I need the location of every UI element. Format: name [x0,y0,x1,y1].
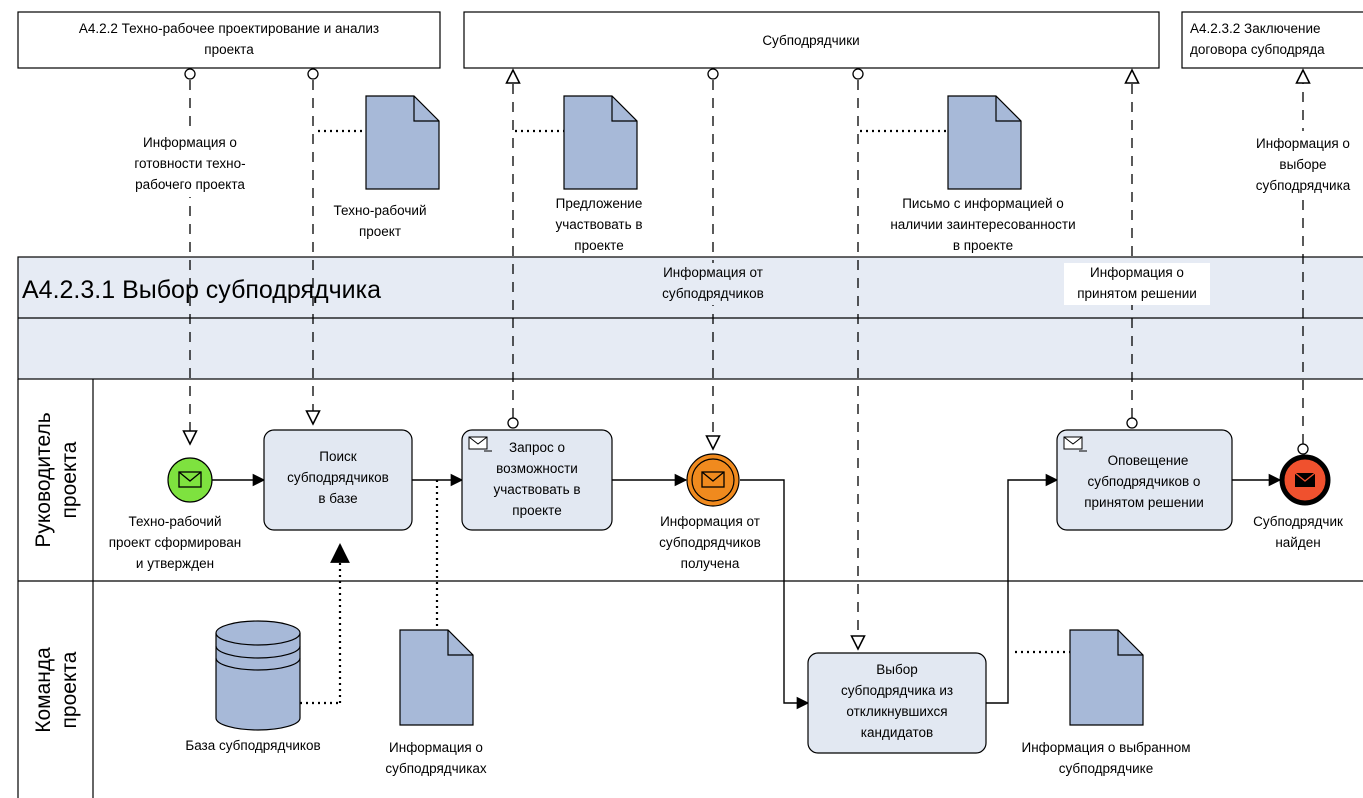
top-box-right: A4.2.3.2 Заключение договора субподряда [1181,11,1363,69]
lane-team-line1: Команда [32,647,55,733]
doc-subs-info: Информация о субподрядчиках [385,629,487,776]
envelope-icon [701,471,725,488]
top-box-left-line1: A4.2.2 Техно-рабочее проектирование и ан… [79,21,379,36]
svg-text:субподрядчиков: субподрядчиков [287,470,389,485]
svg-text:найден: найден [1275,535,1320,550]
database-icon: База субподрядчиков [185,620,321,753]
svg-text:Запрос о: Запрос о [509,440,565,455]
lane-manager-line1: Руководитель [32,412,55,547]
svg-text:готовности техно-: готовности техно- [134,156,245,171]
svg-text:рабочего проекта: рабочего проекта [135,177,245,192]
svg-text:проект сформирован: проект сформирован [109,535,242,550]
doc-letter: Письмо с информацией о наличии заинтерес… [890,95,1076,253]
svg-text:субподрядчиков о: субподрядчиков о [1088,474,1201,489]
svg-text:Информация о: Информация о [1090,265,1184,280]
svg-text:Выбор: Выбор [876,662,917,677]
envelope-icon [178,471,202,488]
end-event[interactable]: Субподрядчик найден [1253,454,1343,550]
top-box-center-label: Субподрядчики [762,33,859,48]
top-box-center: Субподрядчики [463,11,1160,69]
msg-label-info-decision: Информация о принятом решении [1064,263,1210,305]
svg-text:в базе: в базе [318,491,357,506]
svg-text:откликнувшихся: откликнувшихся [846,704,947,719]
top-box-right-line1: A4.2.3.2 Заключение [1190,21,1321,36]
svg-text:Предложение: Предложение [556,196,643,211]
msg-label-info-ready: Информация о готовности техно- рабочего … [120,131,260,197]
svg-text:субподрядчика из: субподрядчика из [841,683,953,698]
task-choose[interactable]: Выбор субподрядчика из откликнувшихся ка… [807,652,987,754]
svg-text:выборе: выборе [1279,157,1326,172]
lane-team-line2: проекта [58,651,81,728]
svg-text:получена: получена [681,556,740,571]
svg-text:кандидатов: кандидатов [861,725,933,740]
svg-text:Информация о: Информация о [389,740,483,755]
task-search[interactable]: Поиск субподрядчиков в базе [263,429,413,531]
svg-text:субподрядчике: субподрядчике [1059,761,1153,776]
svg-text:наличии заинтересованности: наличии заинтересованности [890,217,1075,232]
svg-text:Техно-рабочий: Техно-рабочий [334,203,427,218]
intermediate-event[interactable]: Информация от субподрядчиков получена [659,453,761,571]
svg-text:Информация о: Информация о [143,135,237,150]
sequence-flows [212,473,1282,710]
svg-text:Информация о выбранном: Информация о выбранном [1022,740,1191,755]
svg-text:Информация о: Информация о [1256,136,1350,151]
start-event[interactable]: Техно-рабочий проект сформирован и утвер… [109,457,242,571]
svg-text:Субподрядчик: Субподрядчик [1253,514,1343,529]
doc-chosen-info: Информация о выбранном субподрядчике [1022,629,1191,776]
task-request[interactable]: Запрос о возможности участвовать в проек… [461,429,613,531]
doc-proposal: Предложение участвовать в проекте [555,95,643,253]
doc-tech-project: Техно-рабочий проект [334,95,440,239]
svg-text:субподрядчиках: субподрядчиках [385,761,487,776]
svg-text:и утвержден: и утвержден [136,556,214,571]
top-box-left: A4.2.2 Техно-рабочее проектирование и ан… [17,11,441,69]
send-message-icon [1063,436,1087,452]
svg-text:принятом решении: принятом решении [1084,495,1204,510]
svg-text:Письмо с информацией о: Письмо с информацией о [902,196,1064,211]
database-label: База субподрядчиков [185,738,320,753]
svg-text:проекте: проекте [512,503,561,518]
svg-text:Информация от: Информация от [660,514,760,529]
top-box-right-line2: договора субподряда [1190,42,1325,57]
svg-text:проект: проект [359,224,401,239]
svg-text:возможности: возможности [496,461,578,476]
associations [300,129,1070,705]
svg-text:в проекте: в проекте [953,238,1013,253]
svg-text:Информация от: Информация от [663,265,763,280]
svg-text:принятом решении: принятом решении [1077,286,1197,301]
msg-label-info-from-subs: Информация от субподрядчиков [645,263,783,305]
msg-label-info-choice: Информация о выборе субподрядчика [1238,131,1363,197]
svg-text:субподрядчиков: субподрядчиков [662,286,764,301]
svg-text:участвовать в: участвовать в [493,482,580,497]
svg-text:проекте: проекте [574,238,623,253]
top-box-left-line2: проекта [204,42,254,57]
message-flow-origins [184,68,1309,455]
svg-text:Оповещение: Оповещение [1108,453,1189,468]
svg-text:субподрядчика: субподрядчика [1256,178,1351,193]
svg-text:субподрядчиков: субподрядчиков [659,535,761,550]
lanes: Руководитель проекта Команда проекта [17,379,1363,798]
svg-text:Поиск: Поиск [319,449,357,464]
envelope-filled-icon [1294,472,1316,487]
task-notify[interactable]: Оповещение субподрядчиков о принятом реш… [1056,429,1233,531]
send-message-icon [468,436,492,452]
pool-title: A4.2.3.1 Выбор субподрядчика [22,276,381,304]
svg-text:участвовать в: участвовать в [555,217,642,232]
lane-manager-line2: проекта [58,441,81,518]
svg-text:Техно-рабочий: Техно-рабочий [129,514,222,529]
